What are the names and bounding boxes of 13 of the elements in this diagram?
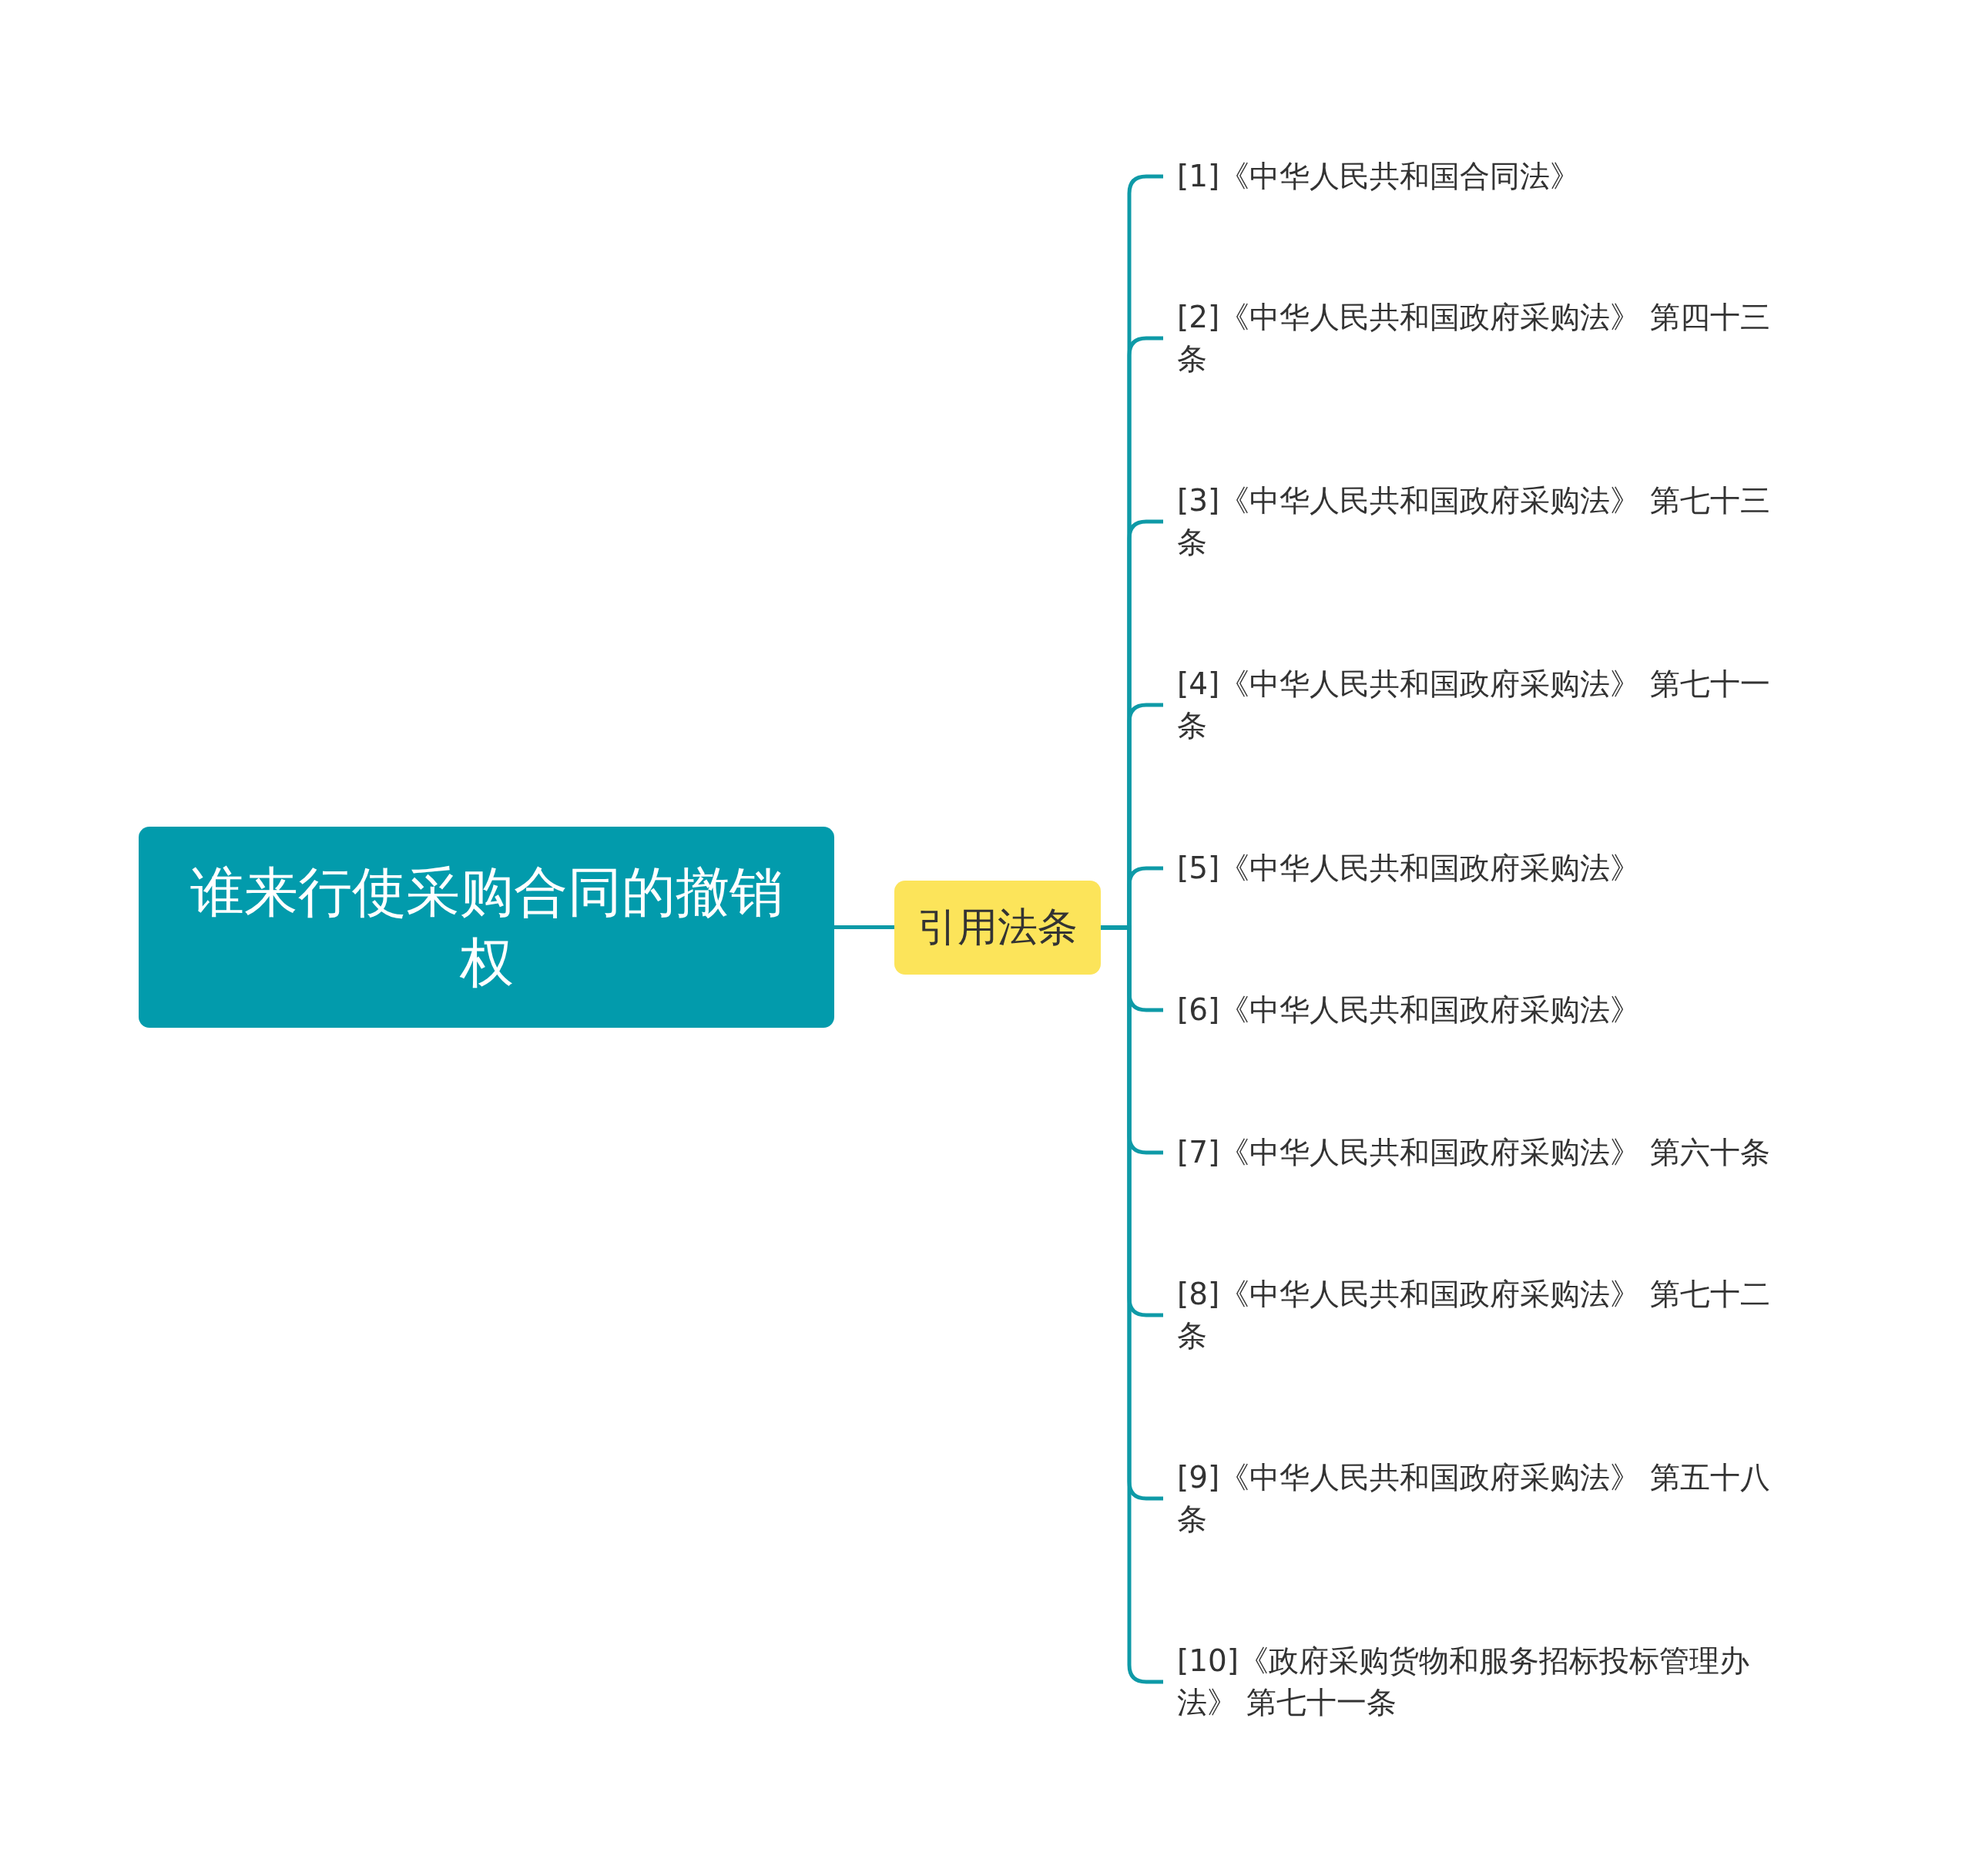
citation-text: [5]《中华人民共和国政府采购法》 bbox=[1163, 847, 1791, 889]
citation-text: [2]《中华人民共和国政府采购法》 第四十三条 bbox=[1163, 297, 1791, 380]
citation-text: [9]《中华人民共和国政府采购法》 第五十八条 bbox=[1163, 1457, 1791, 1540]
citation-text: [10]《政府采购货物和服务招标投标管理办法》 第七十一条 bbox=[1163, 1640, 1791, 1723]
citation-text: [4]《中华人民共和国政府采购法》 第七十一条 bbox=[1163, 663, 1791, 747]
connector-line bbox=[834, 925, 894, 929]
citation-text: [6]《中华人民共和国政府采购法》 bbox=[1163, 989, 1791, 1031]
citation-text: [8]《中华人民共和国政府采购法》 第七十二条 bbox=[1163, 1274, 1791, 1357]
subtopic-box: 引用法条 bbox=[894, 881, 1101, 975]
citation-text: [7]《中华人民共和国政府采购法》 第六十条 bbox=[1163, 1132, 1791, 1173]
topic-box: 谁来行使采购合同的撤销权 bbox=[139, 827, 834, 1028]
citation-text: [3]《中华人民共和国政府采购法》 第七十三条 bbox=[1163, 480, 1791, 563]
citation-text: [1]《中华人民共和国合同法》 bbox=[1163, 156, 1791, 197]
